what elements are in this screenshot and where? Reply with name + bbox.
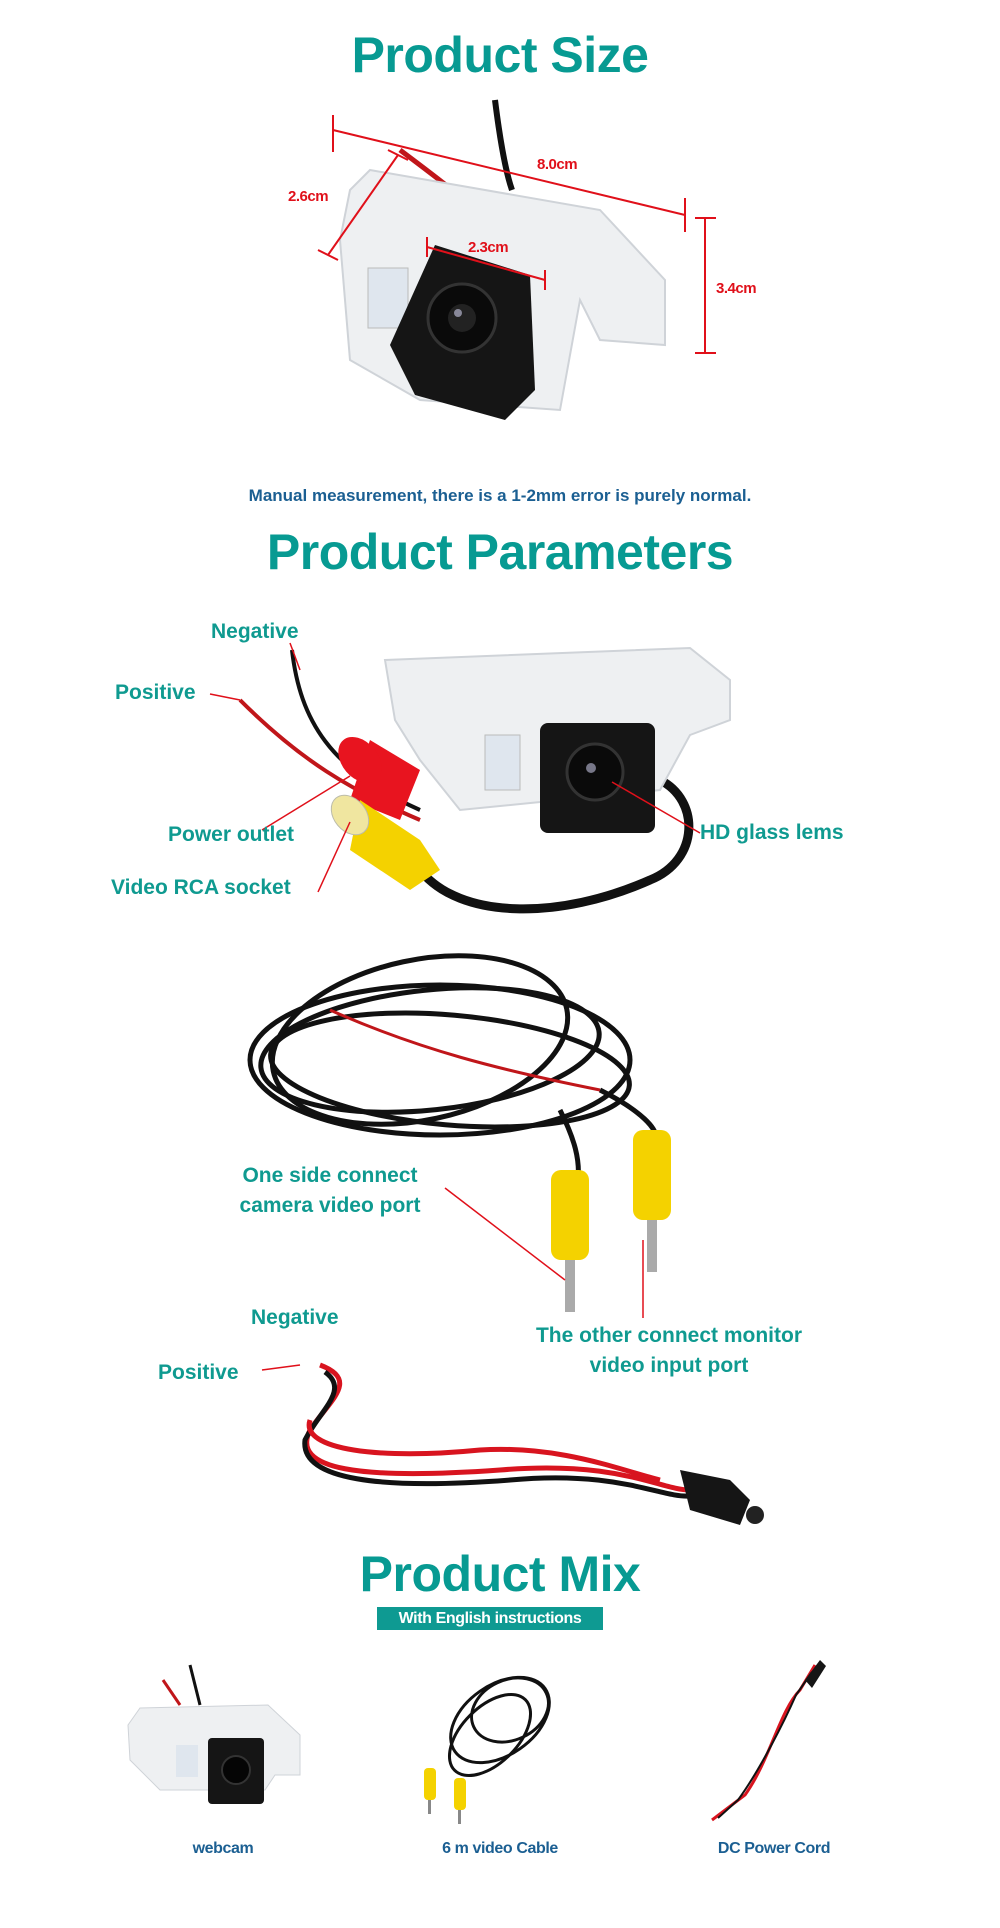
camera-size-image: [317, 99, 716, 420]
video-rca-socket-label: Video RCA socket: [111, 876, 291, 899]
cord-positive-label: Positive: [158, 1361, 239, 1384]
camera-side-label-line2: camera video port: [239, 1194, 421, 1217]
height-dimension: 3.4cm: [716, 280, 757, 297]
product-parameters-title: Product Parameters: [266, 524, 734, 580]
camera-side-label: One side connect camera video port: [210, 1161, 450, 1221]
camera-parameters-image: [209, 642, 731, 914]
mix-item-webcam: webcam: [192, 1840, 254, 1857]
measurement-note: Manual measurement, there is a 1-2mm err…: [248, 486, 752, 505]
monitor-side-label-line1: The other connect monitor: [535, 1324, 802, 1347]
positive-label: Positive: [115, 681, 196, 704]
mix-item-video-cable: 6 m video Cable: [442, 1840, 558, 1857]
negative-label: Negative: [211, 620, 299, 643]
monitor-side-label-line2: video input port: [589, 1354, 749, 1377]
dc-power-cord-image: [261, 1362, 764, 1525]
english-instructions-banner: With English instructions: [377, 1607, 603, 1630]
mix-item-dc-power-cord: DC Power Cord: [717, 1840, 831, 1857]
monitor-side-label: The other connect monitor video input po…: [509, 1321, 829, 1381]
cord-negative-label: Negative: [251, 1306, 339, 1329]
hd-lens-label: HD glass lems: [700, 821, 844, 844]
camera-width-dimension: 2.3cm: [468, 239, 509, 256]
product-size-title: Product Size: [351, 27, 649, 83]
camera-side-label-line1: One side connect: [242, 1164, 418, 1187]
length-dimension: 8.0cm: [537, 156, 578, 173]
depth-dimension: 2.6cm: [288, 188, 329, 205]
power-outlet-label: Power outlet: [168, 823, 295, 846]
video-cable-image: [247, 953, 671, 1318]
product-mix-title: Product Mix: [359, 1546, 641, 1602]
